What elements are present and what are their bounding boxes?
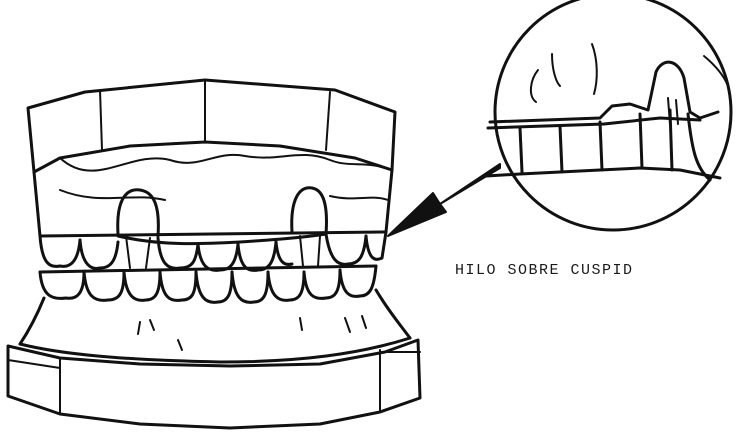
magnified-detail xyxy=(486,0,731,230)
left-cuspid xyxy=(118,190,159,268)
lower-cast-base xyxy=(8,338,420,428)
lower-gum xyxy=(20,290,410,350)
pointer-arrow xyxy=(388,164,500,236)
figure-caption: HILO SOBRE CUSPID xyxy=(455,262,634,279)
upper-teeth-row xyxy=(40,232,386,270)
upper-gum xyxy=(34,155,392,236)
right-cuspid xyxy=(292,188,327,266)
lower-teeth-row xyxy=(40,266,376,302)
